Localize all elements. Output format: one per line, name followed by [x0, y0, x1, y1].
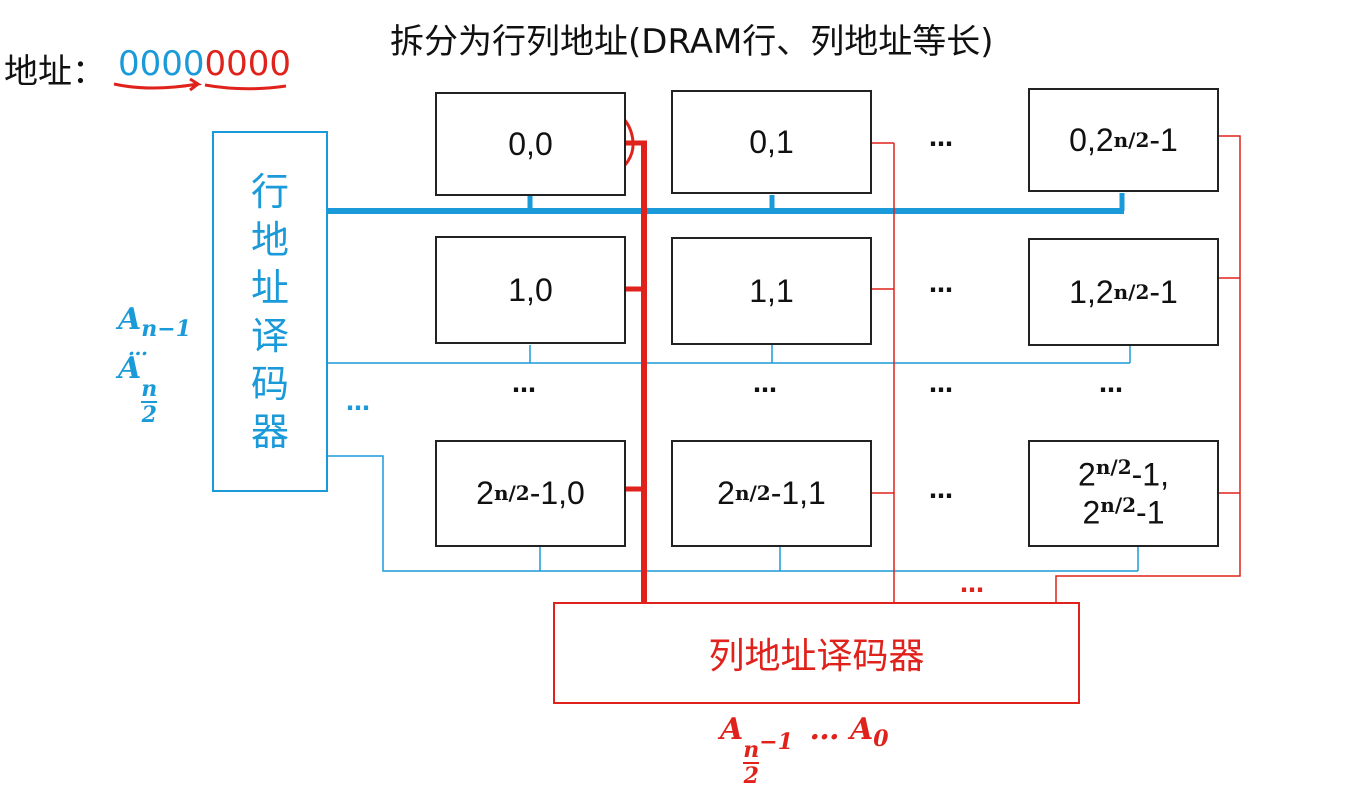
- ellipsis-row-lines: …: [346, 388, 371, 416]
- cell-1-1: 1,1: [671, 237, 872, 345]
- row-addr-top: An−1: [118, 302, 192, 342]
- row-decoder-char: 地: [250, 217, 289, 262]
- address-label: 地址：: [4, 52, 106, 92]
- ellipsis-col1: …: [753, 370, 778, 398]
- row-line-N: [328, 455, 1138, 572]
- ellipsis-col0: …: [512, 370, 537, 398]
- ellipsis-rowN: …: [929, 476, 954, 504]
- col-decoder-label: 列地址译码器: [708, 636, 925, 677]
- ellipsis-row1: …: [929, 270, 954, 298]
- row-addr-dots: …: [128, 336, 148, 360]
- col-address-bits: 0000: [204, 44, 292, 84]
- row-decoder-char: 码: [250, 361, 289, 406]
- row-decoder-char: 行: [250, 169, 289, 214]
- cell-last-last: 2n/2-1, 2n/2-1: [1028, 440, 1219, 547]
- ellipsis-colN: …: [1099, 370, 1124, 398]
- cell-0-0: 0,0: [435, 92, 626, 196]
- column-address-decoder: 列地址译码器: [553, 602, 1080, 704]
- ellipsis-row0: …: [929, 124, 954, 152]
- page-title: 拆分为行列地址(DRAM行、列地址等长): [390, 22, 994, 62]
- row-decoder-char: 器: [250, 409, 289, 454]
- col-bits-underline: [204, 83, 287, 91]
- row-address-decoder: 行 地 址 译 码 器: [212, 131, 328, 492]
- address-bits: 00000000: [118, 44, 291, 84]
- ellipsis-mid: …: [929, 370, 954, 398]
- ellipsis-col-lines: …: [960, 570, 985, 598]
- cell-1-0: 1,0: [435, 236, 626, 344]
- cell-0-1: 0,1: [671, 90, 872, 194]
- row-address-bits: 0000: [118, 44, 205, 84]
- row-decoder-char: 址: [250, 265, 289, 310]
- col-line-N: [1055, 135, 1241, 602]
- row-bits-underline-arrow: [113, 77, 203, 92]
- row-decoder-char: 译: [250, 313, 289, 358]
